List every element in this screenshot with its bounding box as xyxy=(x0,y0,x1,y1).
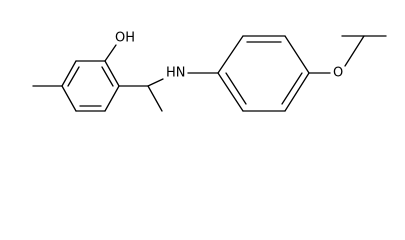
bond-a2-a3 xyxy=(61,60,77,87)
bond-b6-b1 xyxy=(217,72,244,112)
bond-a5-a6 xyxy=(104,85,120,112)
double-bond-a2-a3 xyxy=(67,66,80,87)
bond-ch-methyl xyxy=(147,85,163,112)
bond-c-oh xyxy=(104,44,117,62)
bond-ch-nh xyxy=(147,78,164,87)
ether-oxygen-label: O xyxy=(333,66,343,81)
amine-label: HN xyxy=(166,66,186,81)
bond-a3-a4 xyxy=(61,85,77,112)
bond-b1-b2 xyxy=(217,35,244,74)
double-bond-b6-b1 xyxy=(225,72,247,105)
phenol-ring xyxy=(61,60,120,112)
aryl-ring xyxy=(217,35,310,112)
bond-b4-b5 xyxy=(284,72,310,112)
hydroxyl-label: OH xyxy=(115,31,135,46)
molecule-diagram: OH HN O xyxy=(32,31,387,112)
double-bond-a6-a1 xyxy=(101,66,114,87)
bond-a6-a1 xyxy=(104,60,120,87)
double-bond-b4-b5 xyxy=(281,72,303,105)
bond-b3-b4 xyxy=(284,35,310,74)
bond-o-ch xyxy=(344,35,365,67)
